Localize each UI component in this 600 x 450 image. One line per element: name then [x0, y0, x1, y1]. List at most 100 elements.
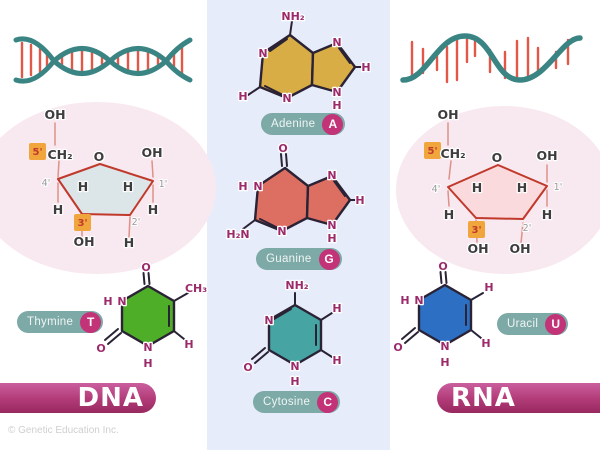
prime-label: 3' [77, 218, 87, 229]
atom-label: H [103, 295, 112, 308]
atom-label: NH₂ [285, 279, 308, 292]
atom-label: O [141, 261, 150, 274]
thymine-pill-label: Thymine [27, 316, 74, 328]
cytosine-letter-badge: C [317, 391, 339, 413]
atom-label: H [542, 207, 552, 222]
uracil-letter-badge: U [545, 313, 567, 335]
atom-label: OH [467, 241, 488, 256]
uracil-structure: O H H N O N H H [392, 259, 495, 371]
atom-label: O [278, 142, 287, 155]
atom-label: N [332, 36, 341, 49]
atom-label: N [282, 92, 291, 105]
atom-label: H [355, 194, 364, 207]
guanine-structure: O H N H₂N N N H N H [225, 141, 366, 247]
atom-label: N [290, 360, 299, 373]
prime-label: 2' [132, 217, 141, 228]
adenine-pill: Adenine A [261, 113, 346, 135]
dna-badge: DNA [0, 383, 156, 413]
uracil-pill: Uracil U [497, 313, 569, 335]
thymine-structure: O CH₃ H N O N H H [95, 260, 209, 372]
cytosine-structure: NH₂ N H O N H H [242, 278, 343, 390]
atom-label: N [253, 180, 262, 193]
atom-label: H [332, 99, 341, 112]
prime-label: 2' [523, 223, 532, 234]
prime-label: 5' [32, 147, 42, 158]
atom-label: O [438, 260, 447, 273]
thymine-pill: Thymine T [17, 311, 104, 333]
uracil-pill-label: Uracil [507, 318, 539, 330]
adenine-structure: NH₂ N H N N H N H [237, 9, 372, 114]
rna-strand-icon [400, 33, 583, 84]
atom-label: H [238, 180, 247, 193]
cytosine-pill: Cytosine C [253, 391, 341, 413]
atom-label: O [243, 361, 252, 374]
atom-label: N [264, 314, 273, 327]
atom-label: NH₂ [281, 10, 304, 23]
atom-label: OH [44, 107, 65, 122]
atom-label: H [78, 179, 88, 194]
ribose-structure: 5' 3' OH CH₂ O OH 4' 1' H H H H 2' OH OH [424, 106, 563, 257]
prime-label: 4' [432, 184, 441, 195]
atom-label: OH [141, 145, 162, 160]
atom-label: H₂N [226, 228, 249, 241]
prime-label: 1' [159, 179, 168, 190]
guanine-pill-label: Guanine [266, 253, 312, 265]
atom-label: O [492, 150, 503, 165]
five-prime-badge [29, 143, 46, 160]
three-prime-badge [468, 221, 485, 238]
atom-label: H [400, 294, 409, 307]
thymine-letter-badge: T [80, 311, 102, 333]
atom-label: N [327, 219, 336, 232]
atom-label: CH₂ [440, 146, 465, 161]
atom-label: CH₃ [185, 282, 207, 295]
atom-label: OH [509, 241, 530, 256]
atom-label: H [444, 207, 454, 222]
adenine-pill-label: Adenine [271, 118, 316, 130]
prime-label: 5' [427, 146, 437, 157]
atom-label: H [124, 235, 134, 250]
dna-badge-label: DNA [77, 383, 144, 413]
guanine-letter-badge: G [318, 248, 340, 270]
atom-label: N [327, 169, 336, 182]
five-prime-badge [424, 142, 441, 159]
atom-label: H [332, 354, 341, 367]
prime-label: 4' [42, 178, 51, 189]
atom-label: OH [536, 148, 557, 163]
atom-label: OH [437, 107, 458, 122]
atom-label: N [143, 341, 152, 354]
guanine-pill: Guanine G [256, 248, 342, 270]
atom-label: N [117, 295, 126, 308]
atom-label: H [472, 180, 482, 195]
rna-badge-label: RNA [451, 383, 516, 413]
atom-label: N [258, 47, 267, 60]
atom-label: H [327, 232, 336, 245]
prime-label: 1' [554, 182, 563, 193]
atom-label: H [184, 338, 193, 351]
atom-label: H [148, 202, 158, 217]
cytosine-pill-label: Cytosine [263, 396, 311, 408]
atom-label: O [94, 149, 105, 164]
atom-label: H [517, 180, 527, 195]
atom-label: H [290, 375, 299, 388]
atom-label: H [484, 281, 493, 294]
prime-label: 3' [471, 225, 481, 236]
atom-label: H [143, 357, 152, 370]
adenine-letter-badge: A [322, 113, 344, 135]
atom-label: H [361, 61, 370, 74]
atom-label: CH₂ [47, 147, 72, 162]
atom-label: N [414, 294, 423, 307]
dna-double-helix-icon [13, 36, 193, 84]
copyright-text: © Genetic Education Inc. [8, 425, 119, 436]
atom-label: O [96, 342, 105, 355]
atom-label: H [440, 356, 449, 369]
atom-label: N [277, 225, 286, 238]
atom-label: H [332, 302, 341, 315]
rna-badge: RNA [437, 383, 600, 413]
atom-label: H [123, 179, 133, 194]
atom-label: H [481, 337, 490, 350]
deoxyribose-structure: 5' 3' OH CH₂ O OH 4' 1' H H H H 2' OH H [29, 106, 168, 251]
three-prime-badge [74, 214, 91, 231]
atom-label: H [53, 202, 63, 217]
atom-label: O [393, 341, 402, 354]
